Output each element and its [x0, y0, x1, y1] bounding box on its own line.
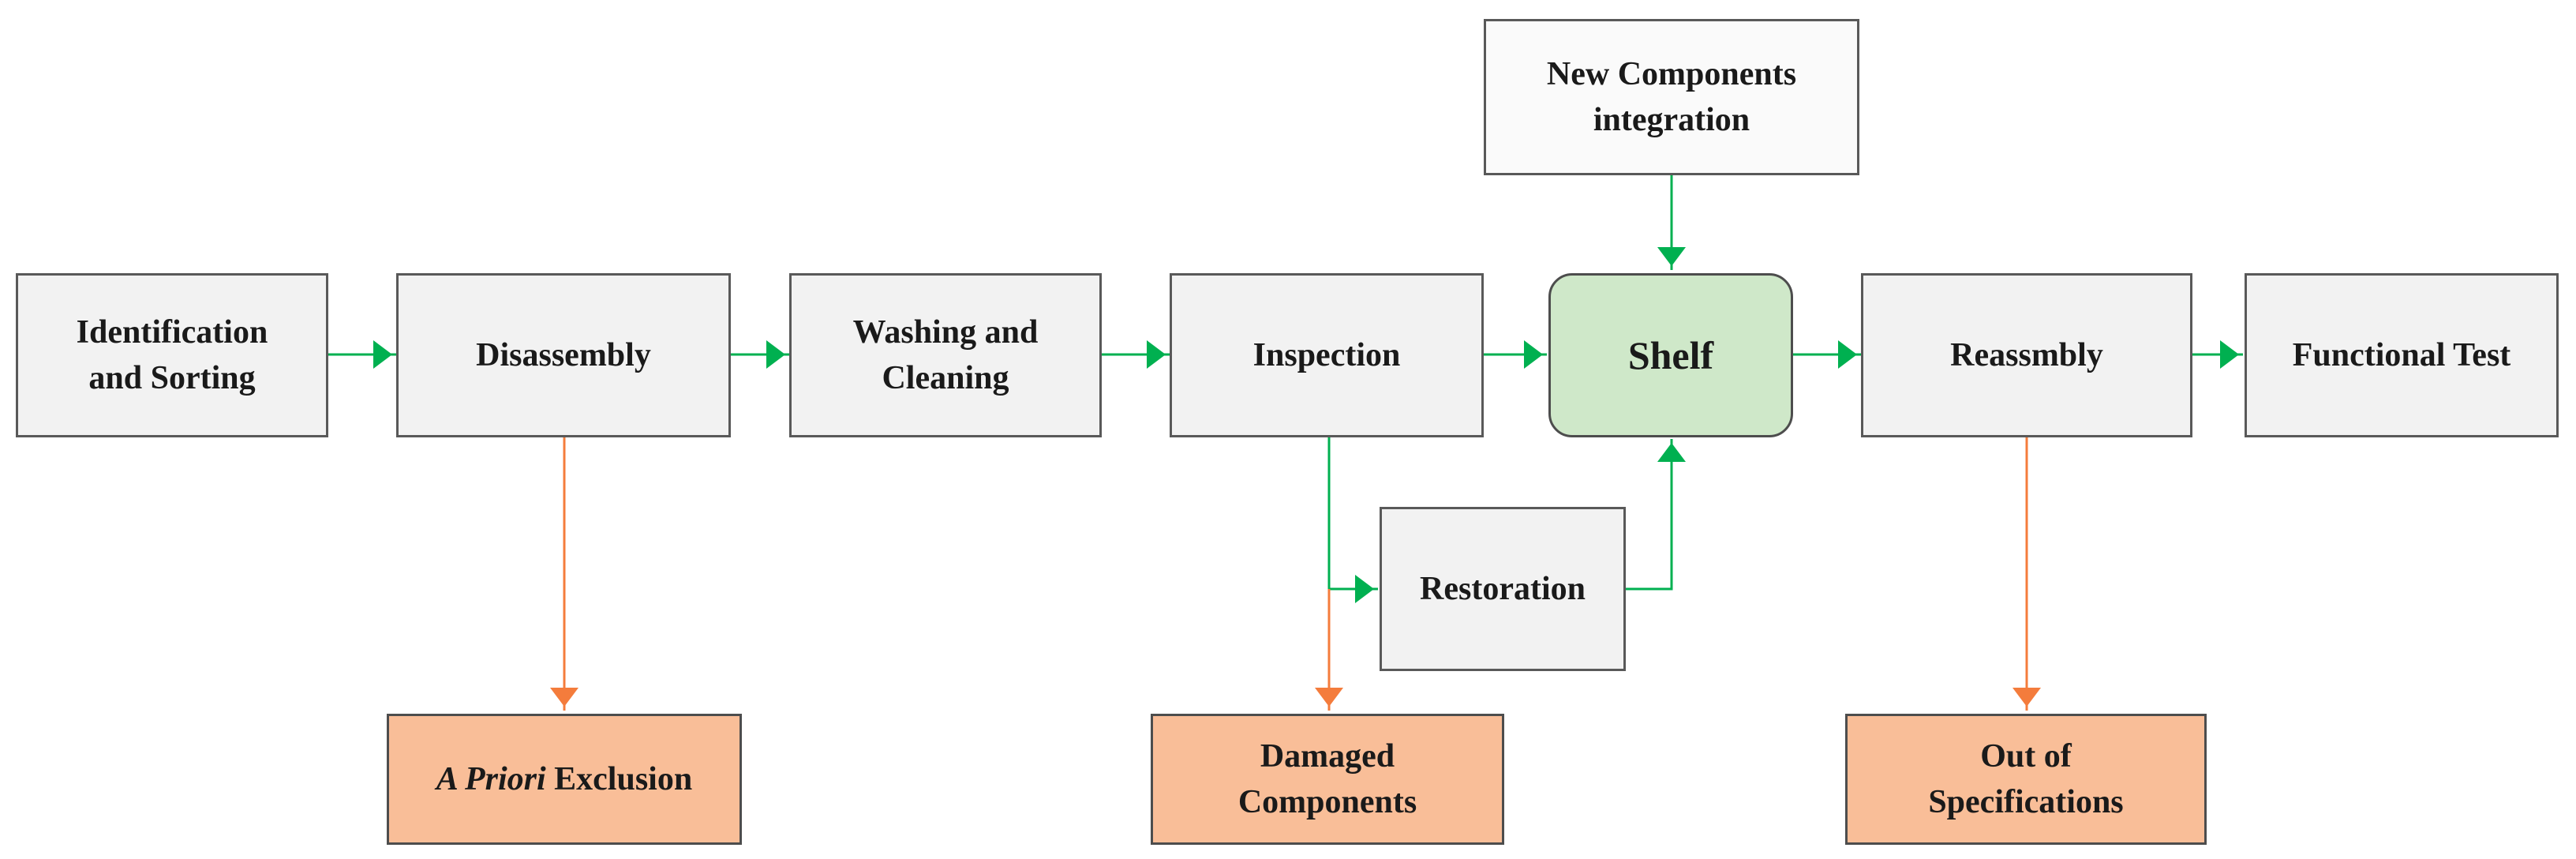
node-label: Damaged Components — [1237, 738, 1417, 820]
node-label: A Priori Exclusion — [436, 756, 692, 802]
node-out-of-specifications: Out of Specifications — [1845, 714, 2207, 845]
node-label: Out of Specifications — [1928, 738, 2124, 820]
node-label: Washing and Cleaning — [852, 314, 1039, 396]
node-damaged-components: Damaged Components — [1151, 714, 1504, 845]
node-inspection: Inspection — [1170, 273, 1484, 437]
node-shelf: Shelf — [1548, 273, 1793, 437]
node-label: Restoration — [1420, 571, 1586, 607]
node-identification-and-sorting: Identification and Sorting — [16, 273, 328, 437]
exclusion-label: Exclusion — [545, 761, 693, 797]
node-label: Inspection — [1252, 337, 1401, 373]
node-new-components-integration: New Components integration — [1484, 19, 1859, 175]
node-label: Disassembly — [476, 337, 651, 373]
node-a-priori-exclusion: A Priori Exclusion — [387, 714, 742, 845]
node-restoration: Restoration — [1380, 507, 1626, 671]
node-reassembly: Reassmbly — [1861, 273, 2192, 437]
a-priori-italic-label: A Priori — [436, 761, 546, 797]
arrow-restoration-to-shelf — [1624, 439, 1686, 591]
node-disassembly: Disassembly — [396, 273, 731, 437]
node-label: Functional Test — [2292, 337, 2511, 373]
node-washing-and-cleaning: Washing and Cleaning — [789, 273, 1102, 437]
node-label: New Components integration — [1546, 56, 1797, 138]
node-label: Identification and Sorting — [76, 314, 268, 396]
node-label: Shelf — [1627, 333, 1714, 377]
node-label: Reassmbly — [1950, 337, 2103, 373]
arrow-inspection-to-restoration — [1327, 437, 1378, 603]
node-functional-test: Functional Test — [2245, 273, 2559, 437]
